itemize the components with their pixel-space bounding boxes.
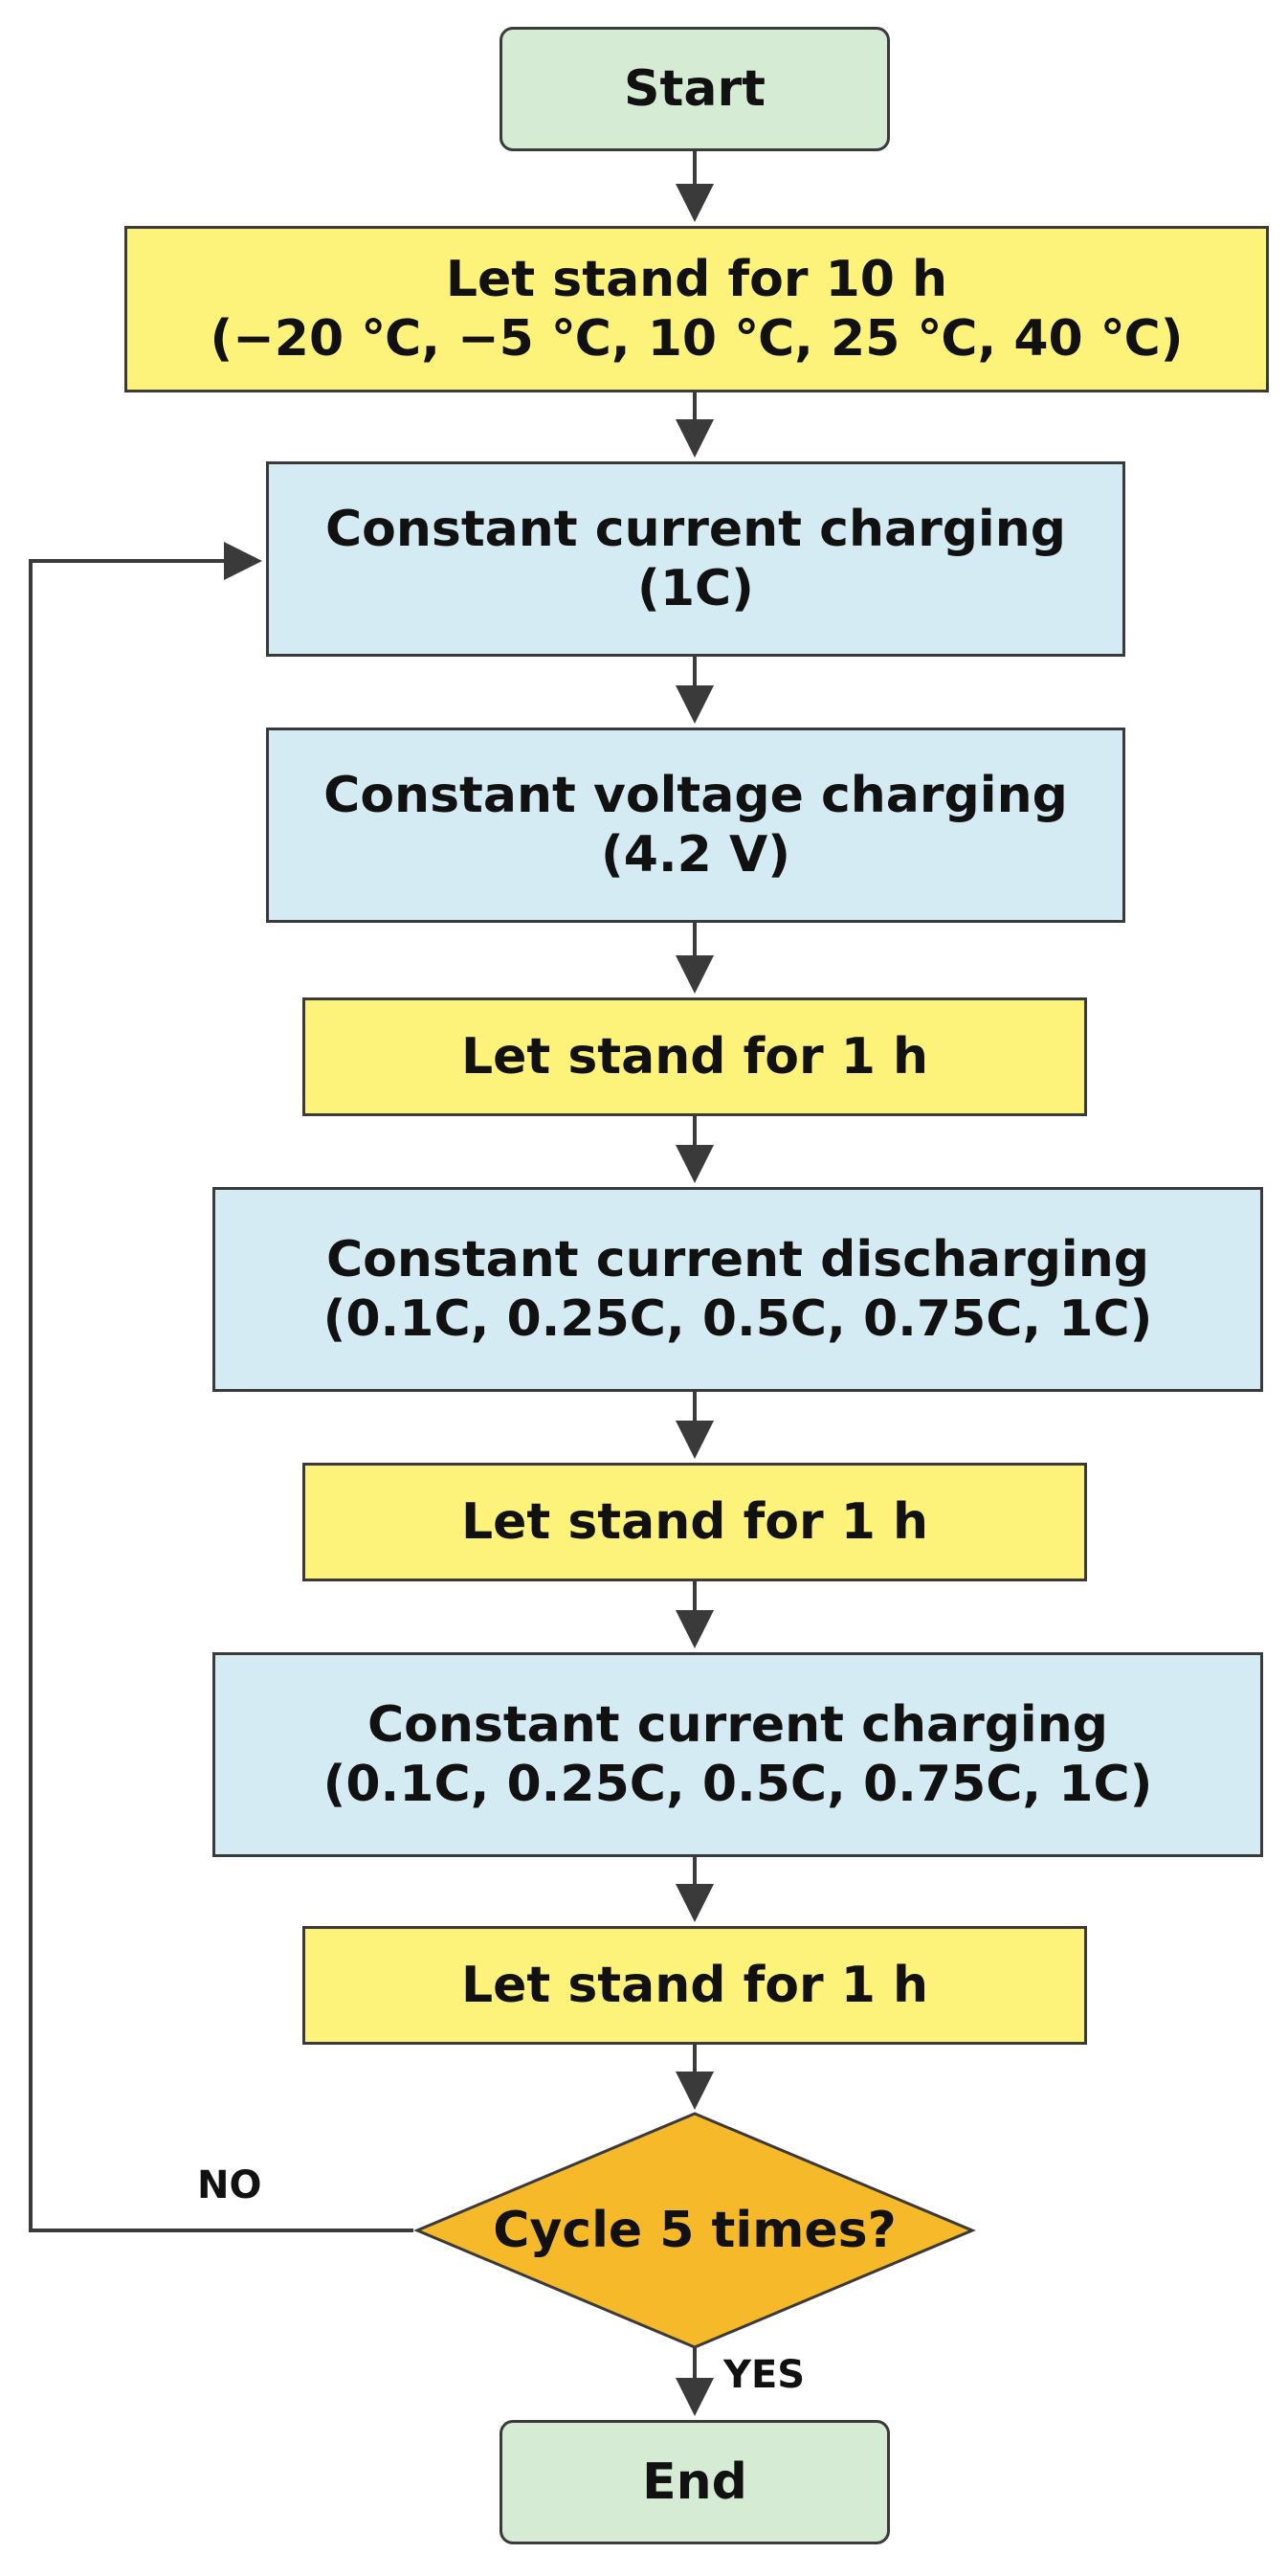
stand-1h-c-node: Let stand for 1 h xyxy=(302,1926,1087,2045)
stand-1h-c-label: Let stand for 1 h xyxy=(460,1956,928,2014)
cc-discharge-line2: (0.1C, 0.25C, 0.5C, 0.75C, 1C) xyxy=(322,1290,1153,1348)
stand-10h-node: Let stand for 10 h (−20 ℃, −5 ℃, 10 ℃, 2… xyxy=(124,226,1269,392)
stand-1h-b-node: Let stand for 1 h xyxy=(302,1463,1087,1581)
stand-10h-line1: Let stand for 10 h xyxy=(445,250,948,308)
cc-charge-1c-line1: Constant current charging xyxy=(324,500,1067,558)
cc-discharge-line1: Constant current discharging xyxy=(325,1230,1149,1288)
cv-charge-node: Constant voltage charging (4.2 V) xyxy=(266,728,1125,923)
cc-charge-1c-node: Constant current charging (1C) xyxy=(266,461,1125,657)
cc-charge-multi-node: Constant current charging (0.1C, 0.25C, … xyxy=(212,1652,1263,1857)
cv-charge-line1: Constant voltage charging xyxy=(323,766,1068,824)
yes-label: YES xyxy=(723,2353,806,2397)
cv-charge-line2: (4.2 V) xyxy=(600,826,790,884)
cc-discharge-node: Constant current discharging (0.1C, 0.25… xyxy=(212,1187,1263,1392)
stand-1h-a-node: Let stand for 1 h xyxy=(302,997,1087,1116)
start-node: Start xyxy=(500,27,890,151)
stand-1h-a-label: Let stand for 1 h xyxy=(460,1027,928,1086)
stand-1h-b-label: Let stand for 1 h xyxy=(460,1492,928,1551)
cc-charge-multi-line2: (0.1C, 0.25C, 0.5C, 0.75C, 1C) xyxy=(322,1756,1153,1813)
cc-charge-1c-line2: (1C) xyxy=(637,560,754,617)
start-label: Start xyxy=(624,59,766,118)
stand-10h-line2: (−20 ℃, −5 ℃, 10 ℃, 25 ℃, 40 ℃) xyxy=(210,310,1184,368)
decision-label: Cycle 5 times? xyxy=(493,2202,897,2259)
cc-charge-multi-line1: Constant current charging xyxy=(366,1695,1109,1754)
end-node: End xyxy=(500,2420,890,2544)
no-label: NO xyxy=(197,2163,262,2207)
end-label: End xyxy=(642,2453,747,2511)
